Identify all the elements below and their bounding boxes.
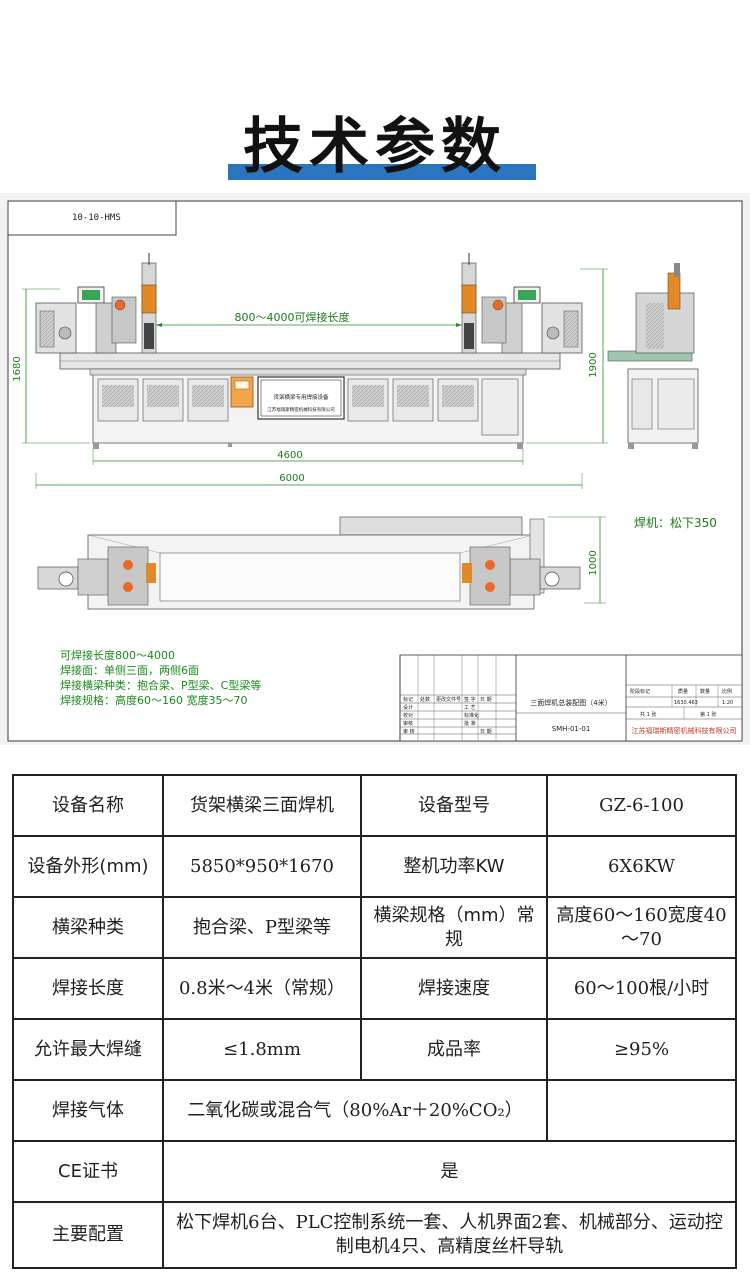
spec-value: ≥95% [546,1018,737,1081]
row-label: 标准化 [464,712,479,719]
table-row: 横梁种类 抱合梁、P型梁等 横梁规格（mm）常规 高度60～160宽度40～70 [12,896,737,959]
scale-value: 1:20 [722,700,733,706]
company-name: 江苏福瑞斯精密机械科技有限公司 [632,726,737,735]
spec-label: 横梁规格（mm）常规 [360,896,548,959]
row-label: 日 期 [480,729,492,735]
spec-value: 5850*950*1670 [162,835,362,898]
dim-1900: 1900 [588,352,599,377]
table-row: 焊接长度 0.8米～4米（常规） 焊接速度 60～100根/小时 [12,957,737,1020]
drawing-frame [7,200,743,742]
row-label: 工 艺 [464,705,476,711]
rev-header: 日 期 [480,697,492,703]
page-header: 技术参数 [0,0,750,190]
page-title: 技术参数 [243,112,507,182]
panel-sign-bottom: 江苏福瑞斯精密机械科技有限公司 [267,406,335,413]
spec-label: 焊接长度 [12,957,164,1020]
welder-note: 焊机：松下350 [634,515,717,530]
dim-4600: 4600 [277,450,302,461]
spec-value: 是 [162,1140,737,1203]
notes: 可焊接长度800～4000 焊接面：单侧三面，两侧6面 焊接横梁种类：抱合梁、P… [60,648,261,707]
dim-1680: 1680 [12,356,23,381]
table-row: 允许最大焊缝 ≤1.8mm 成品率 ≥95% [12,1018,737,1081]
title-block: 标记 处数 更改文件号 签 字 日 期 设计 校对 审核 审 核 工 艺 标准化… [399,654,743,742]
rev-header: 标记 [403,696,413,703]
spec-value: 高度60～160宽度40～70 [546,896,737,959]
spec-label: 焊接速度 [360,957,548,1020]
panel-sign-top: 货架横梁专用焊接设备 [273,393,329,401]
spec-table: 设备名称 货架横梁三面焊机 设备型号 GZ-6-100 设备外形(mm) 585… [12,774,737,1269]
rev-header: 更改文件号 [436,696,461,703]
note-line: 焊接面：单侧三面，两侧6面 [60,663,199,677]
spec-value: 60～100根/小时 [546,957,737,1020]
weight-value: 1630.463 [674,700,698,706]
table-row: CE证书 是 [12,1140,737,1203]
sheet-number: 第 1 张 [700,711,716,718]
rev-header: 处数 [420,696,430,703]
stage-header: 质量 [678,688,688,695]
side-view [607,263,699,449]
table-row: 主要配置 松下焊机6台、PLC控制系统一套、人机界面2套、机械部分、运动控制电机… [12,1201,737,1269]
spec-label: 允许最大焊缝 [12,1018,164,1081]
spec-value: 6X6KW [546,835,737,898]
dim-1000: 1000 [588,550,599,575]
spec-value: 0.8米～4米（常规） [162,957,362,1020]
row-label: 审核 [403,720,413,727]
assembly-drawing: 10-10-HMS 货架横梁专用焊接设备 江苏福瑞斯精密机械科技有限公司 [0,193,750,745]
sheet-total: 共 1 张 [640,711,656,718]
code-box-text: 10-10-HMS [72,213,121,223]
drawing-number: SMH-01-01 [552,725,591,733]
spec-value: 货架横梁三面焊机 [162,774,362,837]
title-underline-bar [228,164,536,180]
dim-6000: 6000 [279,473,304,484]
row-label: 设计 [403,704,413,711]
spec-label: 焊接气体 [12,1079,164,1142]
row-label: 批 准 [464,720,476,727]
stage-header: 比例 [722,688,732,695]
stage-header: 阶段标记 [630,688,650,695]
spec-label: 整机功率KW [360,835,548,898]
spec-label: 设备外形(mm) [12,835,164,898]
front-view: 货架横梁专用焊接设备 江苏福瑞斯精密机械科技有限公司 [12,253,608,489]
row-label: 审 核 [403,728,415,735]
note-line: 焊接规格：高度60～160 宽度35～70 [60,693,247,707]
spec-label: 设备型号 [360,774,548,837]
spec-label: 横梁种类 [12,896,164,959]
empty-cell [546,1079,737,1142]
span-dimension-label: 800～4000可焊接长度 [235,310,350,324]
spec-label: CE证书 [12,1140,164,1203]
spec-value: 二氧化碳或混合气（80%Ar＋20%CO₂） [162,1079,548,1142]
table-row: 焊接气体 二氧化碳或混合气（80%Ar＋20%CO₂） [12,1079,737,1142]
table-row: 设备外形(mm) 5850*950*1670 整机功率KW 6X6KW [12,835,737,898]
top-view: 1000 [37,516,606,610]
stage-header: 数量 [700,688,710,695]
code-box [7,200,177,236]
spec-value: 松下焊机6台、PLC控制系统一套、人机界面2套、机械部分、运动控制电机4只、高精… [162,1201,737,1269]
spec-label: 主要配置 [12,1201,164,1269]
spec-label: 成品率 [360,1018,548,1081]
rev-header: 签 字 [464,696,476,703]
spec-value: ≤1.8mm [162,1018,362,1081]
spec-value: 抱合梁、P型梁等 [162,896,362,959]
note-line: 焊接横梁种类：抱合梁、P型梁、C型梁等 [60,678,261,692]
spec-value: GZ-6-100 [546,774,737,837]
spec-label: 设备名称 [12,774,164,837]
note-line: 可焊接长度800～4000 [60,648,175,662]
table-row: 设备名称 货架横梁三面焊机 设备型号 GZ-6-100 [12,774,737,837]
drawing-name: 三面焊机总装配图（4米） [530,698,611,707]
row-label: 校对 [403,712,413,719]
